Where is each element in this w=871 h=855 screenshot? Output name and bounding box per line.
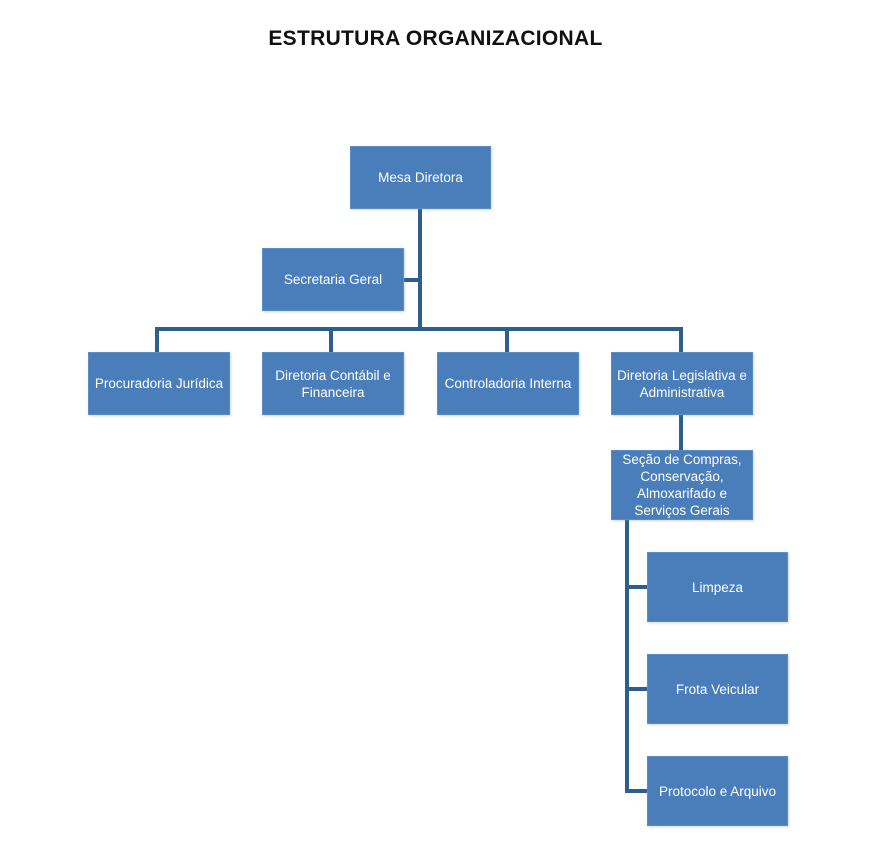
page-title: ESTRUTURA ORGANIZACIONAL <box>268 27 603 50</box>
node-label: Diretoria Legislativa e Administrativa <box>617 367 747 400</box>
node-controladoria-interna[interactable]: Controladoria Interna <box>437 352 579 415</box>
node-diretoria-contabil-financeira[interactable]: Diretoria Contábil e Financeira <box>262 352 404 415</box>
connector-stub-limpeza <box>625 585 649 589</box>
node-mesa-diretora[interactable]: Mesa Diretora <box>350 146 491 209</box>
connector-stub-frota <box>625 687 649 691</box>
connector-mesa-trunk <box>418 209 422 331</box>
node-label: Protocolo e Arquivo <box>658 783 777 799</box>
node-label: Limpeza <box>691 579 744 595</box>
node-label: Diretoria Contábil e Financeira <box>275 367 391 400</box>
node-diretoria-legislativa-administrativa[interactable]: Diretoria Legislativa e Administrativa <box>611 352 753 415</box>
node-label: Secretaria Geral <box>283 272 383 287</box>
connector-level2-bus <box>155 327 683 331</box>
connector-drop-controladoria <box>505 327 509 352</box>
connector-secretaria-stub <box>404 278 422 282</box>
connector-drop-procuradoria <box>155 327 159 352</box>
node-secao-compras[interactable]: Seção de Compras, Conservação, Almoxarif… <box>611 450 753 520</box>
connector-legislativa-secao <box>679 415 683 450</box>
node-label: Frota Veicular <box>675 681 760 697</box>
node-limpeza[interactable]: Limpeza <box>647 552 788 622</box>
node-procuradoria-juridica[interactable]: Procuradoria Jurídica <box>88 352 230 415</box>
node-label: Procuradoria Jurídica <box>94 376 224 391</box>
node-label: Mesa Diretora <box>378 170 463 185</box>
connector-drop-contabil <box>329 327 333 352</box>
node-frota-veicular[interactable]: Frota Veicular <box>647 654 788 724</box>
connector-stub-protocolo <box>625 789 649 793</box>
node-protocolo-arquivo[interactable]: Protocolo e Arquivo <box>647 756 788 826</box>
node-secretaria-geral[interactable]: Secretaria Geral <box>262 248 404 311</box>
node-label: Seção de Compras, Conservação, Almoxarif… <box>622 452 742 518</box>
connector-secao-spine <box>625 520 629 793</box>
connector-drop-legislativa <box>679 327 683 352</box>
node-label: Controladoria Interna <box>444 376 572 391</box>
